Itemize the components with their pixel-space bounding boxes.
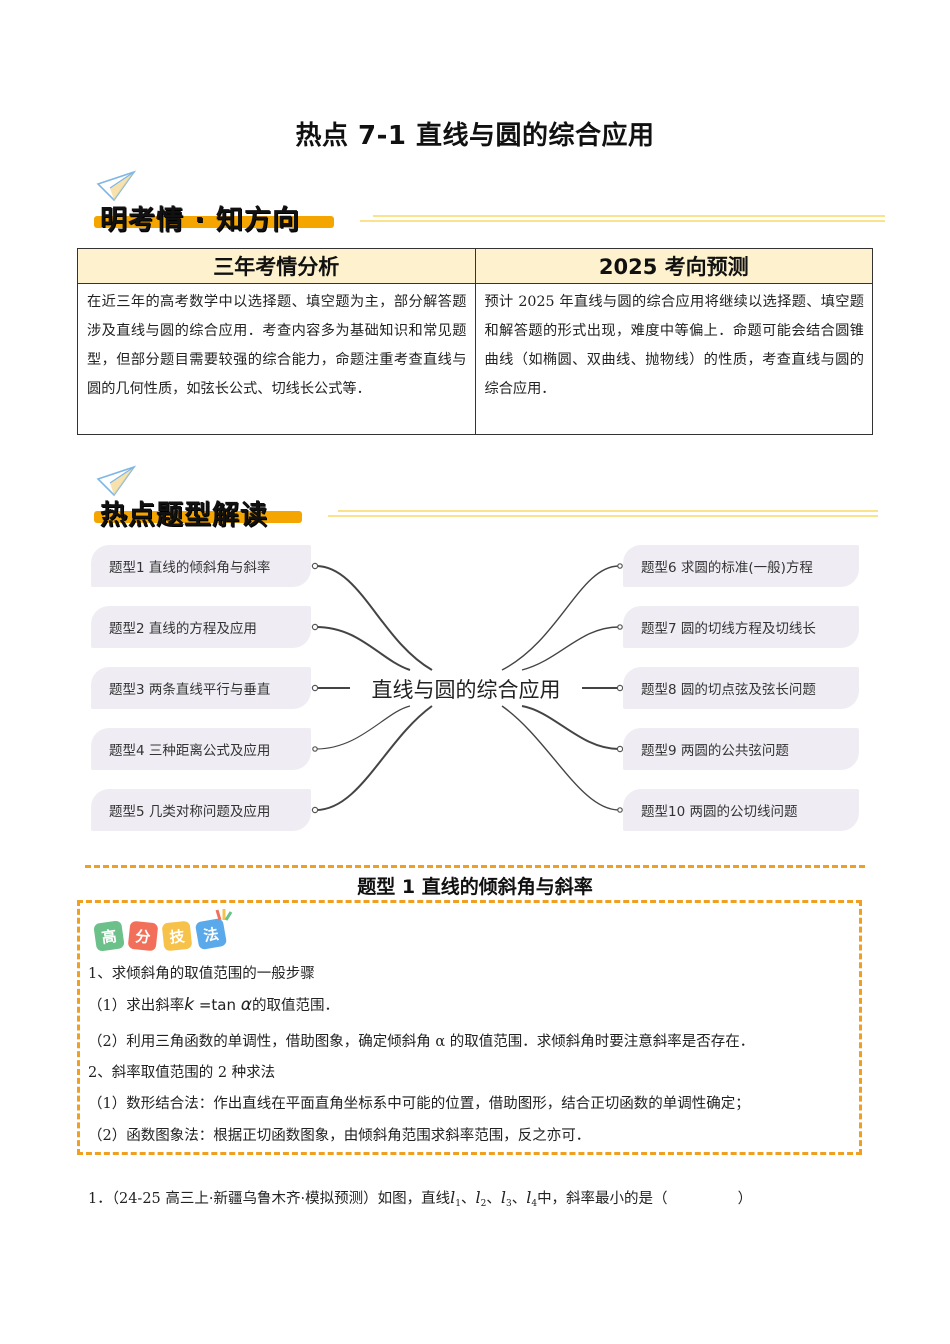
table-cell-analysis: 在近三年的高考数学中以选择题、填空题为主，部分解答题涉及直线与圆的综合应用．考查… (77, 283, 476, 435)
mindmap-node-type-5[interactable]: 题型5 几类对称问题及应用 (91, 789, 311, 831)
banner-rule (328, 515, 878, 517)
subscript: 4 (531, 1199, 538, 1209)
subscript: 3 (505, 1199, 512, 1209)
paper-plane-icon (96, 465, 136, 497)
math-k: k (184, 995, 195, 1015)
math-tan: =tan (194, 996, 241, 1014)
page-title: 热点 7-1 直线与圆的综合应用 (295, 121, 655, 151)
question-close-paren: ） (737, 1191, 753, 1207)
table-cell-forecast: 预计 2025 年直线与圆的综合应用将继续以选择题、填空题和解答题的形式出现，难… (474, 283, 873, 435)
mindmap-center-topic: 直线与圆的综合应用 (371, 678, 561, 702)
line-l4: l (526, 1188, 532, 1207)
table-header-three-year-analysis: 三年考情分析 (77, 248, 476, 284)
dashed-divider-bottom (77, 900, 862, 903)
mindmap-node-type-10[interactable]: 题型10 两圆的公切线问题 (623, 789, 859, 831)
table-header-2025-forecast: 2025 考向预测 (474, 248, 873, 284)
dashed-divider-top (85, 865, 865, 868)
subscript: 2 (480, 1199, 487, 1209)
tip-step-1: （1）求出斜率k =tan α的取值范围． (88, 994, 339, 1015)
tip-step-2: （2）利用三角函数的单调性，借助图象，确定倾斜角 α 的取值范围．求倾斜角时要注… (88, 1034, 755, 1050)
section-banner-hot-types: 热点题型解读 (88, 465, 888, 535)
tip-method-2: （2）函数图象法：根据正切函数图象，由倾斜角范围求斜率范围，反之亦可． (88, 1128, 591, 1144)
paper-plane-icon (96, 170, 136, 202)
banner-label: 热点题型解读 (100, 500, 268, 531)
tip-heading-2: 2、斜率取值范围的 2 种求法 (88, 1065, 276, 1081)
badge-char-3: 技 (161, 920, 193, 952)
badge-char-4: 法 (194, 917, 228, 951)
mindmap-node-type-9[interactable]: 题型9 两圆的公共弦问题 (623, 728, 859, 770)
line-l3: l (500, 1188, 506, 1207)
high-score-tips-box (77, 900, 862, 1155)
exam-analysis-table: 三年考情分析 2025 考向预测 在近三年的高考数学中以选择题、填空题为主，部分… (77, 248, 873, 435)
tip-step-1-prefix: （1）求出斜率 (88, 998, 185, 1014)
section-banner-exam-analysis: 明考情 · 知方向 (88, 170, 888, 240)
question-number: 1． (88, 1191, 112, 1207)
banner-rule (360, 220, 885, 222)
tip-heading-1: 1、求倾斜角的取值范围的一般步骤 (88, 966, 315, 982)
type1-title: 题型 1 直线的倾斜角与斜率 (357, 876, 593, 898)
mindmap-node-type-3[interactable]: 题型3 两条直线平行与垂直 (91, 667, 311, 709)
question-source: （24-25 高三上·新疆乌鲁木齐·模拟预测） (111, 1191, 378, 1207)
question-text-suffix: 中，斜率最小的是（ (537, 1191, 668, 1207)
line-l2: l (475, 1188, 481, 1207)
separator: 、 (460, 1191, 476, 1207)
separator: 、 (511, 1191, 527, 1207)
mindmap-connectors (311, 562, 624, 814)
mindmap-node-type-6[interactable]: 题型6 求圆的标准(一般)方程 (623, 545, 859, 587)
banner-highlight (94, 511, 302, 523)
math-alpha: α (240, 995, 252, 1015)
mindmap-node-type-4[interactable]: 题型4 三种距离公式及应用 (91, 728, 311, 770)
tip-method-1: （1）数形结合法：作出直线在平面直角坐标系中可能的位置，借助图形，结合正切函数的… (88, 1096, 750, 1112)
mindmap-node-type-8[interactable]: 题型8 圆的切点弦及弦长问题 (623, 667, 859, 709)
line-l1: l (450, 1188, 456, 1207)
mindmap-node-type-7[interactable]: 题型7 圆的切线方程及切线长 (623, 606, 859, 648)
banner-label: 明考情 · 知方向 (100, 205, 301, 236)
separator: 、 (486, 1191, 501, 1207)
banner-rule (338, 510, 878, 512)
banner-rule (373, 215, 885, 217)
sparkle-icon (215, 909, 233, 921)
subscript: 1 (455, 1199, 461, 1209)
banner-highlight (94, 216, 334, 228)
mindmap-node-type-2[interactable]: 题型2 直线的方程及应用 (91, 606, 311, 648)
high-score-tips-badge: 高 分 技 法 (93, 908, 238, 956)
badge-char-2: 分 (127, 920, 159, 952)
tip-step-1-suffix: 的取值范围． (252, 998, 339, 1014)
mindmap-node-type-1[interactable]: 题型1 直线的倾斜角与斜率 (91, 545, 311, 587)
badge-char-1: 高 (93, 920, 125, 952)
question-1: 1．（24-25 高三上·新疆乌鲁木齐·模拟预测）如图，直线l1、l2、l3、l… (88, 1187, 752, 1209)
question-text: 如图，直线 (377, 1191, 451, 1207)
